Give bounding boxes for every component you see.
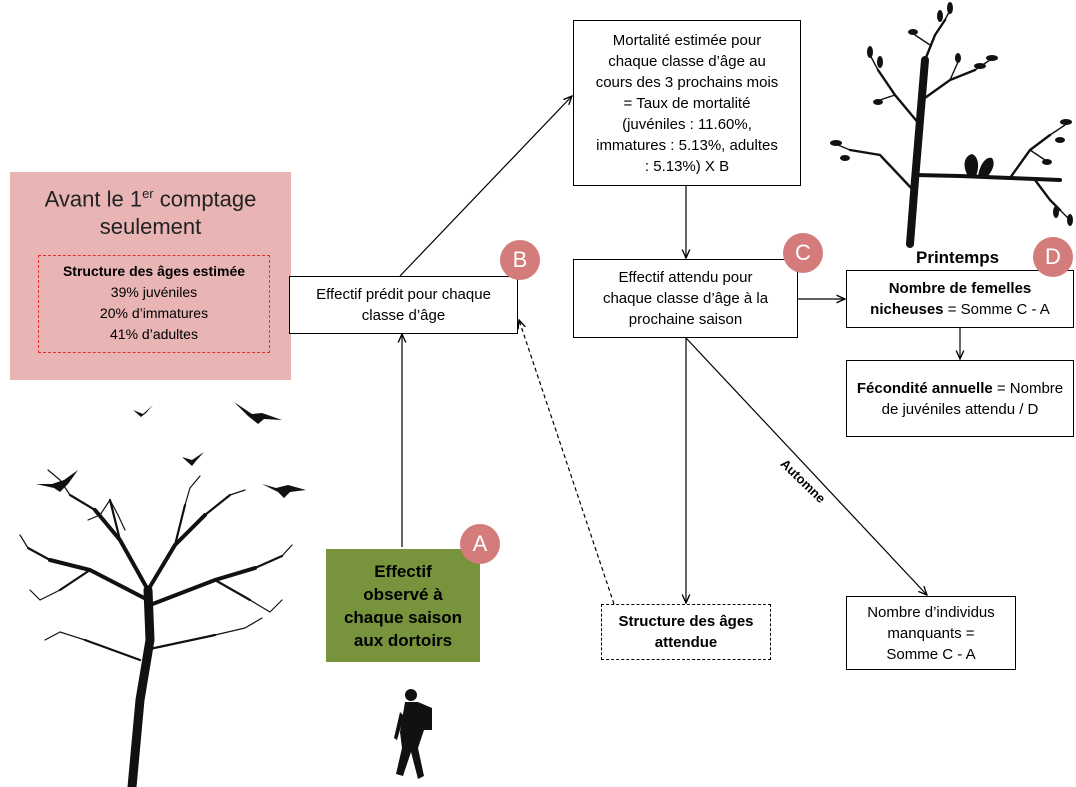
estimated-age-structure: Structure des âges estimée 39% juvéniles… bbox=[38, 255, 270, 353]
badge-a: A bbox=[460, 524, 500, 564]
adults-share: 41% d’adultes bbox=[110, 326, 198, 342]
badge-d: D bbox=[1033, 237, 1073, 277]
expected-count-box: Effectif attendu pour chaque classe d’âg… bbox=[573, 259, 798, 338]
observed-count-box: Effectif observé à chaque saison aux dor… bbox=[326, 549, 480, 662]
structure-title: Structure des âges estimée bbox=[62, 263, 246, 279]
bare-tree-silhouette bbox=[19, 469, 293, 787]
tree-leaves bbox=[830, 2, 1073, 226]
connector-arrows bbox=[270, 96, 960, 605]
hiker-silhouette bbox=[394, 689, 432, 779]
missing-individuals-box: Nombre d’individus manquants = Somme C -… bbox=[846, 596, 1016, 670]
predicted-count-box: Effectif prédit pour chaque classe d’âge bbox=[289, 276, 518, 334]
immatures-share: 20% d’immatures bbox=[99, 305, 209, 321]
nesting-females-box: Nombre de femelles nicheuses = Somme C -… bbox=[846, 270, 1074, 328]
arrow-dashed-age-structure-to-predicted bbox=[519, 320, 615, 605]
badge-b: B bbox=[500, 240, 540, 280]
badge-c: C bbox=[783, 233, 823, 273]
juveniles-share: 39% juvéniles bbox=[110, 284, 198, 300]
panel-title: Avant le 1er comptage seulement bbox=[44, 186, 257, 240]
expected-age-structure-box: Structure des âges attendue bbox=[601, 604, 771, 660]
flying-birds-silhouette bbox=[36, 402, 306, 498]
tree-with-birds-silhouette bbox=[837, 9, 1069, 248]
before-first-count-panel: Avant le 1er comptage seulement Structur… bbox=[10, 172, 291, 380]
spring-label: Printemps bbox=[916, 248, 1000, 267]
mortality-box: Mortalité estimée pour chaque classe d’â… bbox=[573, 20, 801, 186]
arrow-predicted-to-mortality bbox=[399, 96, 572, 277]
arrow-expected-to-missing bbox=[685, 337, 927, 595]
annual-fecundity-box: Fécondité annuelle = Nombre de juvéniles… bbox=[846, 360, 1074, 437]
